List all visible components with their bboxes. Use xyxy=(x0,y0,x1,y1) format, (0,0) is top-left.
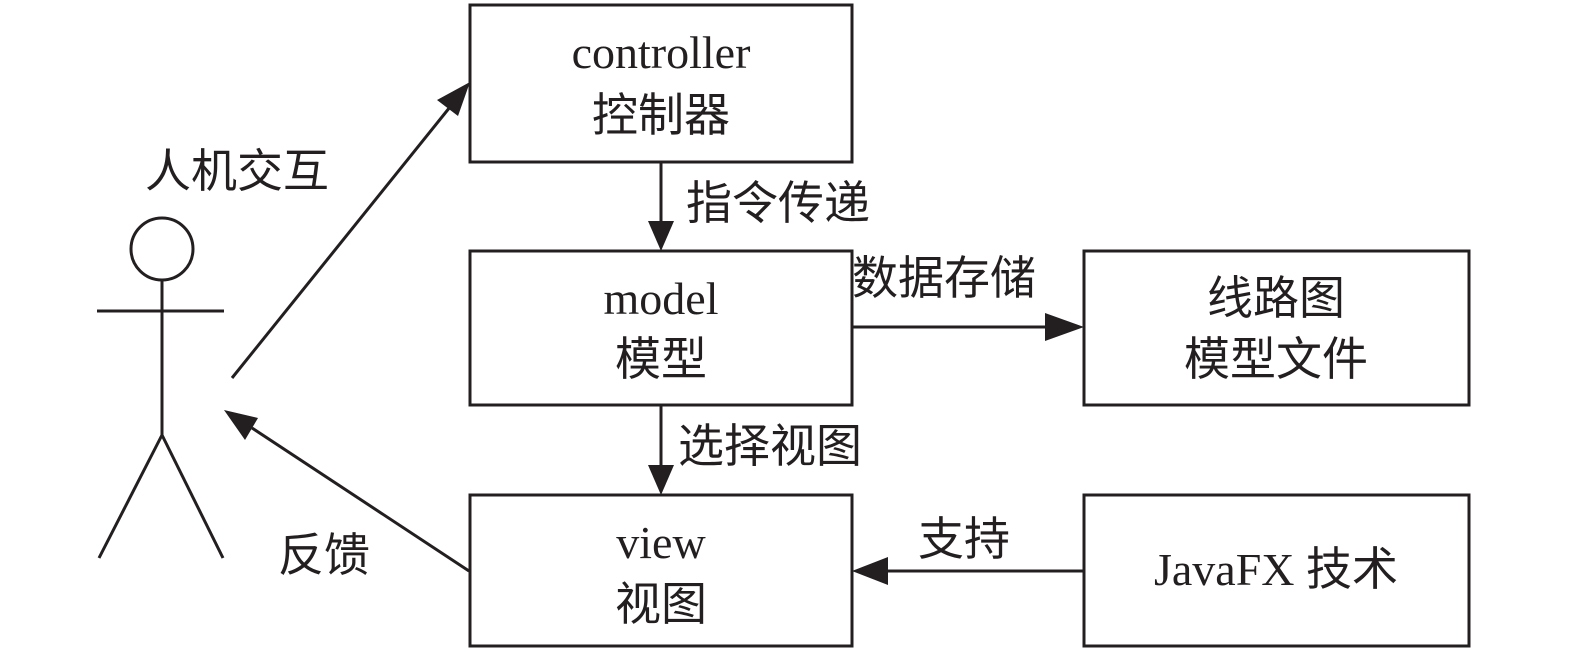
actor-left-leg xyxy=(97,434,164,559)
javafx-label: JavaFX 技术 xyxy=(1154,544,1398,595)
controller-title: controller xyxy=(572,27,751,78)
arrowhead-icon xyxy=(224,410,258,440)
edge-label-javafx-to-view: 支持 xyxy=(918,514,1010,565)
edge-controller-to-model xyxy=(648,162,674,251)
arrowhead-icon xyxy=(1045,313,1084,341)
circuit-file-box xyxy=(1082,249,1471,407)
edge-label-controller-to-model: 指令传递 xyxy=(686,178,870,229)
circuit-file-node: 线路图 模型文件 xyxy=(1082,249,1471,407)
model-title: model xyxy=(604,273,719,324)
view-subtitle: 视图 xyxy=(615,579,707,630)
view-title: view xyxy=(616,517,706,568)
arrowhead-icon xyxy=(648,221,674,251)
edge-view-to-actor xyxy=(224,410,470,573)
actor-label: 人机交互 xyxy=(145,146,329,197)
model-subtitle: 模型 xyxy=(615,334,707,385)
edge-actor-to-controller xyxy=(230,82,470,379)
edge-line xyxy=(230,106,452,379)
view-node: view 视图 xyxy=(468,493,854,648)
arrowhead-icon xyxy=(437,82,470,116)
user-actor-figure xyxy=(97,216,225,559)
circuit-file-line1: 线路图 xyxy=(1207,273,1345,324)
edge-label-model-to-file: 数据存储 xyxy=(852,253,1036,304)
edge-line xyxy=(251,426,470,573)
edge-model-to-file xyxy=(852,313,1084,341)
controller-box xyxy=(468,3,854,164)
edge-javafx-to-view xyxy=(852,557,1084,585)
actor-head xyxy=(129,216,195,282)
view-box xyxy=(468,493,854,648)
controller-node: controller 控制器 xyxy=(468,3,854,164)
arrowhead-icon xyxy=(648,465,674,495)
controller-subtitle: 控制器 xyxy=(592,90,730,141)
actor-right-leg xyxy=(160,434,225,559)
javafx-box xyxy=(1082,493,1471,648)
edge-model-to-view xyxy=(648,405,674,495)
circuit-file-line2: 模型文件 xyxy=(1184,334,1368,385)
edge-label-model-to-view: 选择视图 xyxy=(678,421,862,472)
arrowhead-icon xyxy=(852,557,888,585)
javafx-node: JavaFX 技术 xyxy=(1082,493,1471,648)
edge-label-view-to-actor: 反馈 xyxy=(278,530,370,581)
model-node: model 模型 xyxy=(468,249,854,407)
